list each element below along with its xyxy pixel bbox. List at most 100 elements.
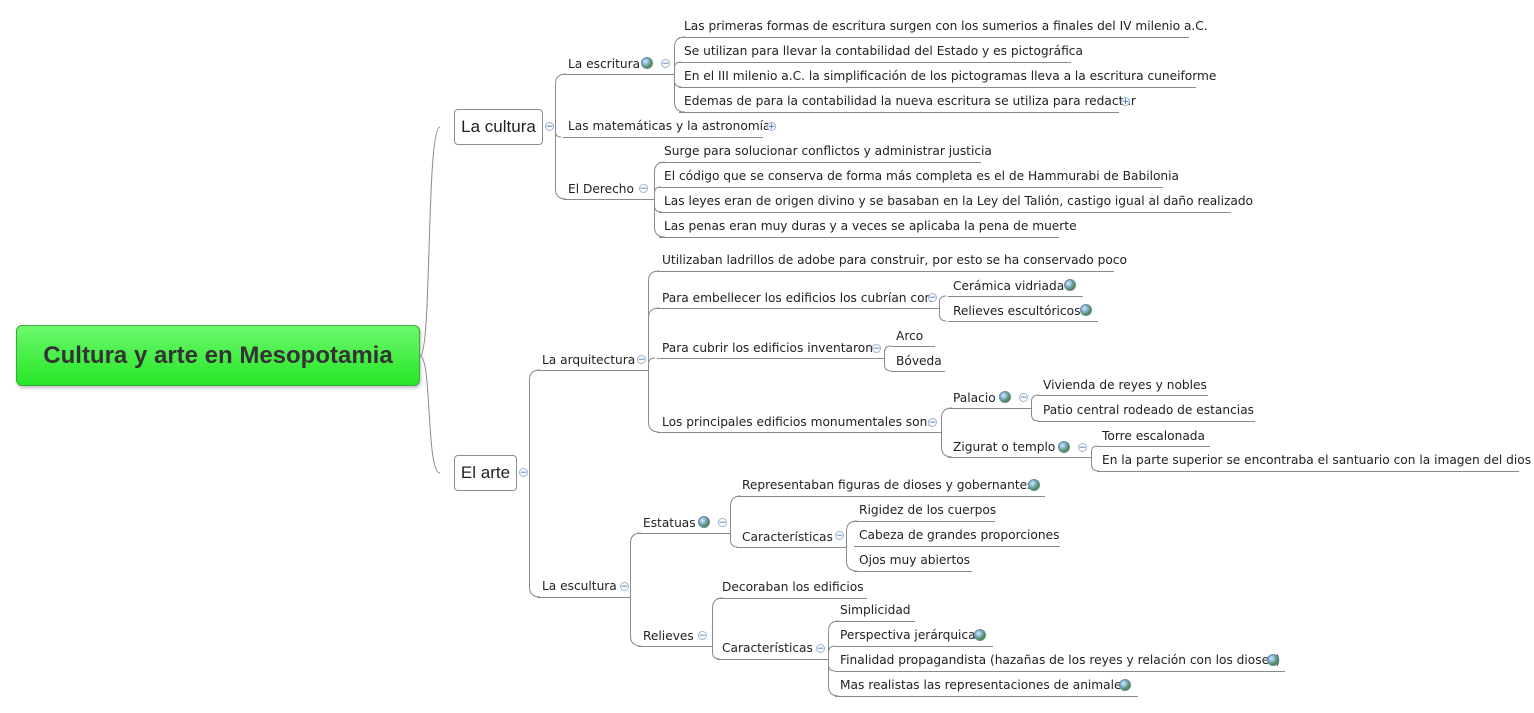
collapse-toggle-icon[interactable]: − [620, 581, 629, 592]
connector-3 [555, 127, 562, 138]
expand-toggle-icon[interactable]: + [767, 121, 776, 132]
globe-icon[interactable] [1267, 654, 1279, 666]
connector-13 [529, 369, 541, 473]
topic-la-escultura[interactable]: La escultura [542, 579, 617, 593]
derecho-item[interactable]: El código que se conserva de forma más c… [664, 169, 1180, 183]
topic-relieves[interactable]: Relieves [643, 629, 694, 643]
embellecer-item[interactable]: Relieves escultóricos [953, 304, 1081, 318]
globe-icon[interactable] [1119, 679, 1131, 691]
topic-estatuas-caracteristicas[interactable]: Características [742, 530, 833, 544]
derecho-item[interactable]: Surge para solucionar conflictos y admin… [664, 144, 992, 158]
collapse-toggle-icon[interactable]: − [872, 343, 881, 354]
relieves-caracteristica[interactable]: Mas realistas las representaciones de an… [840, 678, 1128, 692]
connector-18 [648, 370, 660, 433]
connector-32 [730, 533, 739, 548]
collapse-toggle-icon[interactable]: − [816, 643, 825, 654]
escritura-item[interactable]: Las primeras formas de escritura surgen … [684, 19, 1208, 33]
main-topic-la-cultura[interactable]: La cultura [454, 109, 543, 145]
collapse-toggle-icon[interactable]: − [718, 517, 727, 528]
topic-el-derecho[interactable]: El Derecho [568, 182, 634, 196]
palacio-item[interactable]: Patio central rodeado de estancias [1043, 403, 1255, 417]
connector-1 [419, 355, 441, 474]
globe-icon[interactable] [974, 629, 986, 641]
connector-8 [674, 74, 686, 113]
topic-la-escritura[interactable]: La escritura [568, 57, 641, 71]
collapse-toggle-icon[interactable]: − [928, 417, 937, 428]
topic-la-arquitectura[interactable]: La arquitectura [542, 353, 636, 367]
connector-35 [846, 547, 858, 572]
topic-embellecer[interactable]: Para embellecer los edificios los cubría… [662, 291, 933, 305]
main-topic-el-arte[interactable]: El arte [454, 455, 517, 491]
connector-19 [939, 295, 947, 308]
connector-34 [846, 545, 848, 547]
escritura-item[interactable]: En el III milenio a.C. la simplificación… [684, 69, 1217, 83]
estatuas-caracteristica[interactable]: Rigidez de los cuerpos [859, 503, 997, 517]
collapse-toggle-icon[interactable]: − [519, 467, 528, 478]
connector-15 [648, 270, 660, 370]
connector-12 [654, 199, 666, 238]
connector-27 [1091, 445, 1098, 457]
connector-14 [529, 473, 541, 598]
topic-estatuas[interactable]: Estatuas [643, 516, 696, 530]
globe-icon[interactable] [698, 516, 710, 528]
zigurat-item[interactable]: En la parte superior se encontraba el sa… [1102, 453, 1532, 467]
cubrir-item[interactable]: Bóveda [896, 354, 942, 368]
connector-25 [1031, 394, 1039, 408]
collapse-toggle-icon[interactable]: − [698, 630, 707, 641]
collapse-toggle-icon[interactable]: − [637, 354, 646, 365]
connector-37 [712, 646, 720, 660]
topic-palacio[interactable]: Palacio [953, 391, 996, 405]
collapse-toggle-icon[interactable]: − [835, 530, 844, 541]
connector-26 [1031, 408, 1039, 422]
connector-20 [939, 308, 947, 322]
connector-0 [419, 126, 441, 357]
connector-22 [884, 358, 892, 372]
connector-39 [828, 645, 836, 659]
estatuas-caracteristica[interactable]: Cabeza de grandes proporciones [859, 528, 1060, 542]
relieves-caracteristica[interactable]: Perspectiva jerárquica [840, 628, 976, 642]
connector-41 [828, 659, 840, 697]
globe-icon[interactable] [999, 391, 1011, 403]
collapse-toggle-icon[interactable]: − [661, 58, 670, 69]
relieves-decoraban[interactable]: Decoraban los edificios [722, 580, 864, 594]
collapse-toggle-icon[interactable]: − [545, 121, 554, 132]
globe-icon[interactable] [1080, 304, 1092, 316]
collapse-toggle-icon[interactable]: − [928, 292, 937, 303]
connector-30 [630, 597, 642, 647]
globe-icon[interactable] [1064, 279, 1076, 291]
arquitectura-ladrillos[interactable]: Utilizaban ladrillos de adobe para const… [662, 253, 1127, 267]
relieves-caracteristica[interactable]: Finalidad propagandista (hazañas de los … [840, 653, 1281, 667]
estatuas-caracteristica[interactable]: Ojos muy abiertos [859, 553, 971, 567]
connector-21 [884, 345, 892, 358]
connector-4 [555, 127, 567, 200]
collapse-toggle-icon[interactable]: − [1078, 442, 1087, 453]
topic-monumentales[interactable]: Los principales edificios monumentales s… [662, 415, 932, 429]
connector-28 [1091, 457, 1100, 472]
globe-icon[interactable] [641, 57, 653, 69]
root-topic[interactable]: Cultura y arte en Mesopotamia [16, 325, 420, 386]
topic-relieves-caracteristicas[interactable]: Características [722, 641, 813, 655]
topic-cubrir[interactable]: Para cubrir los edificios inventaron [662, 341, 873, 355]
connector-29 [630, 532, 642, 597]
derecho-item[interactable]: Las penas eran muy duras y a veces se ap… [664, 219, 1077, 233]
estatuas-representaban[interactable]: Representaban figuras de dioses y gobern… [742, 478, 1034, 492]
globe-icon[interactable] [1058, 441, 1070, 453]
derecho-item[interactable]: Las leyes eran de origen divino y se bas… [664, 194, 1254, 208]
topic-zigurat[interactable]: Zigurat o templo [953, 440, 1056, 454]
embellecer-item[interactable]: Cerámica vidriada [953, 279, 1065, 293]
expand-toggle-icon[interactable]: + [1121, 96, 1130, 107]
cubrir-item[interactable]: Arco [896, 329, 924, 343]
connector-16 [648, 307, 660, 370]
connector-23 [941, 407, 953, 432]
collapse-toggle-icon[interactable]: − [639, 183, 648, 194]
topic-matematicas-astronomia[interactable]: Las matemáticas y la astronomía [568, 119, 771, 133]
escritura-item[interactable]: Edemas de para la contabilidad la nueva … [684, 94, 1136, 108]
connector-24 [941, 432, 953, 458]
collapse-toggle-icon[interactable]: − [1019, 392, 1028, 403]
escritura-item[interactable]: Se utilizan para llevar la contabilidad … [684, 44, 1083, 58]
zigurat-item[interactable]: Torre escalonada [1102, 429, 1205, 443]
connector-17 [648, 357, 656, 370]
palacio-item[interactable]: Vivienda de reyes y nobles [1043, 378, 1207, 392]
relieves-caracteristica[interactable]: Simplicidad [840, 603, 911, 617]
globe-icon[interactable] [1028, 479, 1040, 491]
